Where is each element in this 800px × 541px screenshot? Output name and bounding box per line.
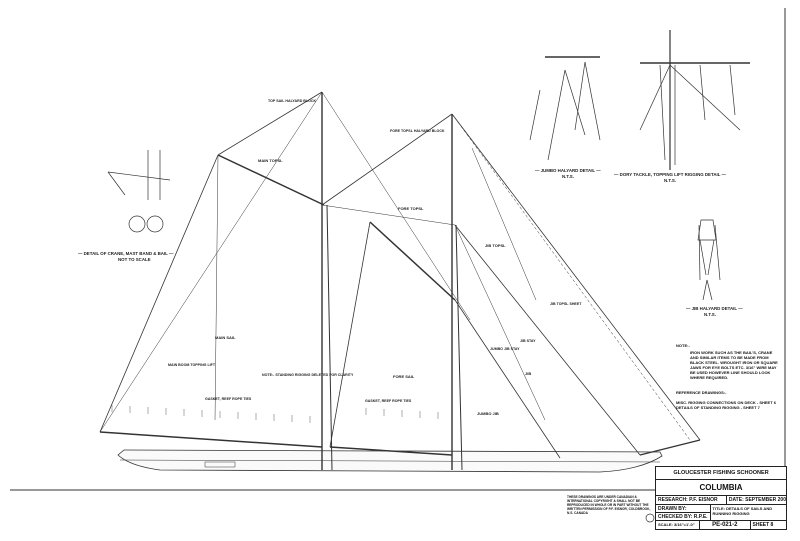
fore-sail-label: FORE SAIL	[393, 374, 415, 379]
jumbo-stay	[454, 299, 561, 459]
jib-label: JIB	[525, 371, 531, 376]
fore-topsl-label: FORE TOPSL	[398, 206, 424, 211]
jumbo-detail-sub: N.T.S.	[562, 174, 574, 179]
reef-points	[111, 405, 439, 423]
dory-detail-sub: N.T.S.	[664, 178, 676, 183]
drawn-by-field: DRAWN BY:	[656, 505, 710, 513]
title-block-subtitle: GLOUCESTER FISHING SCHOONER	[656, 467, 786, 480]
reference-heading: REFERENCE DRAWINGS:-	[676, 390, 727, 395]
scale-field: SCALE: 3/16"=1'-0"	[656, 521, 700, 529]
crane-detail-sub: NOT TO SCALE	[118, 257, 151, 262]
title-block-vessel: COLUMBIA	[656, 480, 786, 496]
fore-gaff	[369, 221, 456, 301]
dory-detail-title: — DORY TACKLE, TOPPING LIFT RIGGING DETA…	[614, 172, 726, 177]
jib-topsl-label: JIB TOPSL	[485, 243, 506, 248]
reef-points-label: GASKET, REEF ROPE TIES	[205, 397, 252, 401]
main-sail-label: MAIN SAIL	[215, 335, 236, 340]
main-note-label: NOTE:- STANDING RIGGING DELETED FOR CLAR…	[262, 373, 354, 377]
fore-sail-leech	[329, 221, 371, 448]
jumbo-detail-title: — JUMBO HALYARD DETAIL —	[535, 168, 601, 173]
bowsprit	[639, 439, 701, 456]
main-topsl-head	[217, 91, 323, 156]
drawing-number: PE-021-2	[700, 521, 751, 529]
checked-by-field: CHECKED BY: R.P.E.	[658, 514, 708, 520]
fore-reef-label: GASKET, REEF ROPE TIES	[365, 399, 412, 403]
copyright-notice: THESE DRAWINGS ARE UNDER CANADIAN & INTE…	[567, 495, 651, 515]
title-block: GLOUCESTER FISHING SCHOONER COLUMBIA RES…	[655, 466, 787, 530]
main-topmast-stay	[321, 91, 471, 321]
jib-stay	[454, 224, 641, 456]
main-topsl-sheet	[214, 154, 219, 421]
main-halyard-label: TOP SAIL HALYARD BLOCK	[268, 99, 316, 103]
fore-boom	[329, 446, 453, 456]
deckhouse	[204, 461, 236, 468]
date-field: DATE: SEPTEMBER 2004	[728, 497, 786, 503]
notes-text: IRON WORK SUCH AS THE BAIL'S, CRANE AND …	[690, 350, 778, 380]
research-field: RESEARCH: P.F. EISNOR	[656, 496, 727, 504]
fore-topsl-head	[321, 113, 453, 206]
crane-detail-title: — DETAIL OF CRANE, MAST BAND & BAIL —	[78, 251, 174, 256]
jib-detail-sub: N.T.S.	[704, 312, 716, 317]
schooner-elevation	[99, 91, 701, 473]
jumbo-halyard-detail	[529, 56, 601, 161]
reference-item: MISC. RIGGING CONNECTIONS ON DECK - SHEE…	[676, 400, 777, 405]
main-gaff	[217, 154, 325, 206]
revision-circle	[645, 513, 655, 523]
topping-lift	[99, 91, 323, 433]
reference-item: DETAILS OF STANDING RIGGING - SHEET 7	[676, 405, 760, 410]
fore-topsl-foot	[321, 204, 456, 226]
topping-lift-label: MAIN BOOM TOPPING LIFT	[168, 363, 216, 367]
main-sail-leech	[99, 154, 219, 433]
dory-tackle-detail	[639, 30, 750, 170]
notes-heading: NOTE:-	[676, 343, 690, 348]
sheet-number: SHEET 8	[752, 522, 774, 528]
jib-detail-title: — JIB HALYARD DETAIL —	[686, 306, 743, 311]
fore-shrouds	[455, 224, 463, 471]
jib-topsl-stay	[451, 113, 701, 441]
jib-topsl-leech	[471, 147, 537, 301]
main-boom	[99, 431, 323, 448]
waterline	[119, 459, 661, 463]
fore-halyard-label: FORE TOPSL HALYARD BLOCK	[390, 129, 445, 133]
jumbo-stay-label: JUMBO JIB STAY	[490, 347, 520, 351]
main-shrouds	[326, 204, 333, 471]
main-topsl-label: MAIN TOPSL	[258, 158, 283, 163]
jib-topsl-sheet-label: JIB TOPSL SHEET	[550, 302, 582, 306]
drawing-title-field: TITLE: DETAILS OF SAILS AND RUNNING RIGG…	[712, 506, 773, 516]
jumbo-jib-label: JUMBO JIB	[477, 411, 499, 416]
jib-leech	[454, 224, 546, 421]
jib-stay-label: JIB STAY	[520, 339, 536, 343]
jib-topsl-sheet	[451, 113, 691, 441]
jib-halyard-detail	[697, 219, 721, 301]
crane-detail	[107, 150, 171, 233]
